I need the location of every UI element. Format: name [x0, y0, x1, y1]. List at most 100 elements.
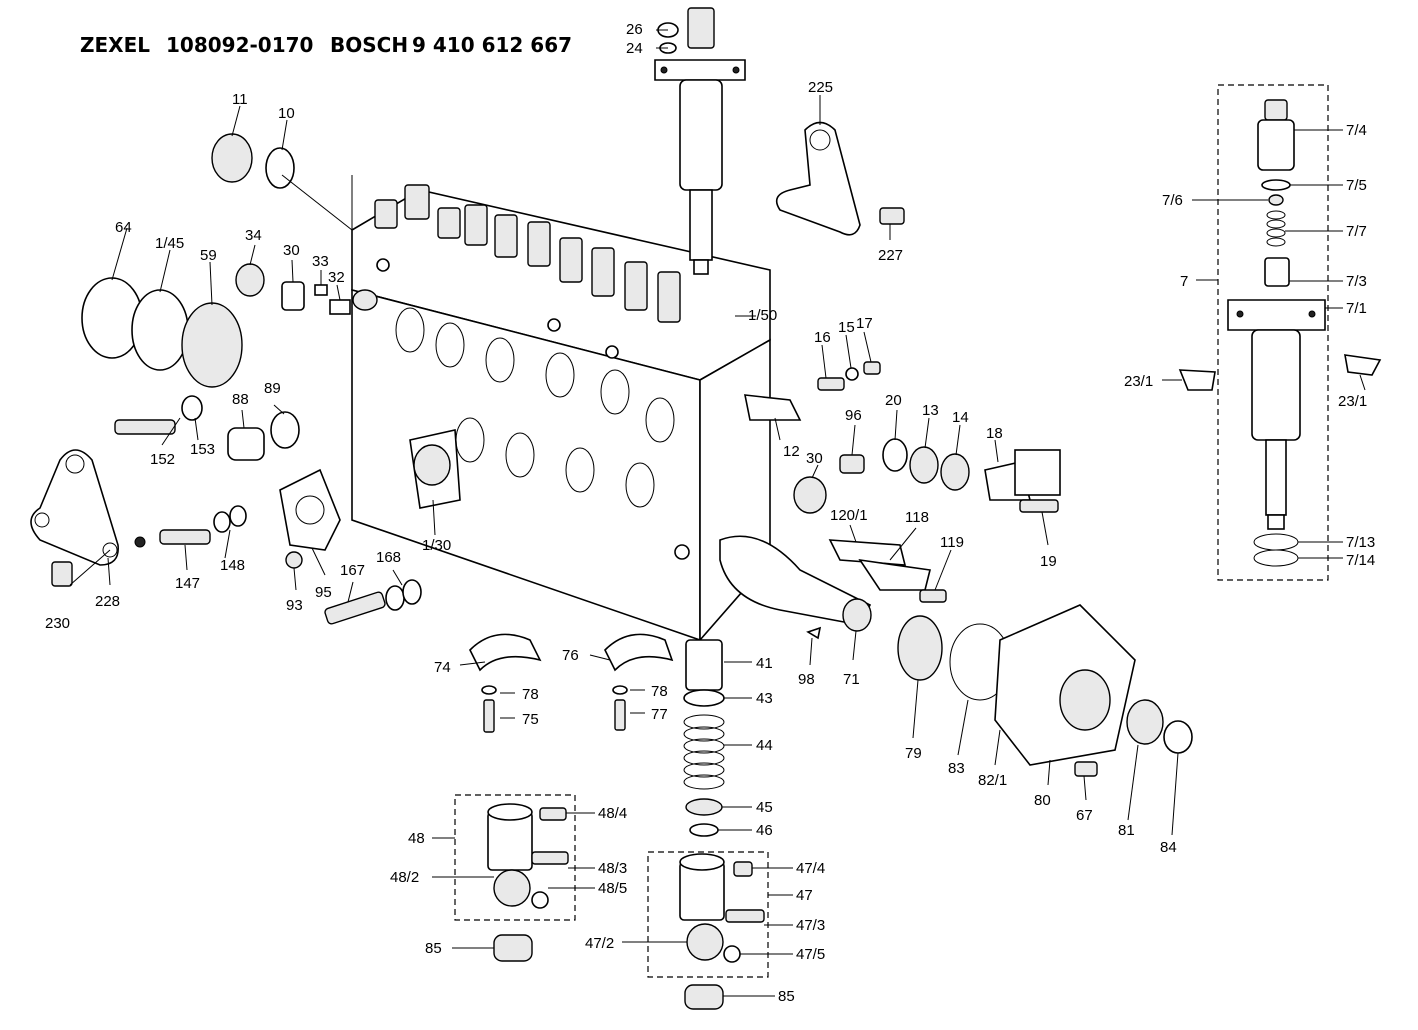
label-228: 228 — [95, 593, 120, 610]
label-153: 153 — [190, 441, 215, 458]
title-zexel-part-number: 108092-0170 — [166, 33, 313, 57]
label-119: 119 — [940, 534, 964, 551]
label-1-30: 1/30 — [422, 537, 451, 554]
label-48: 48 — [408, 830, 425, 847]
leader-lines — [69, 29, 1366, 997]
bracket-225-group — [775, 121, 905, 236]
label-32: 32 — [328, 269, 345, 286]
flange-1-30 — [409, 429, 461, 509]
label-95: 95 — [315, 584, 332, 601]
label-30-right: 30 — [806, 450, 823, 467]
label-225: 225 — [808, 79, 833, 96]
label-77: 77 — [651, 706, 668, 723]
label-14: 14 — [952, 409, 969, 426]
element-group-7 — [1178, 84, 1382, 581]
label-227: 227 — [878, 247, 903, 264]
label-67: 67 — [1076, 807, 1093, 824]
label-7-5: 7/5 — [1346, 177, 1367, 194]
label-79: 79 — [905, 745, 922, 762]
left-lower-fasteners — [159, 468, 422, 625]
label-12: 12 — [783, 443, 800, 460]
label-16: 16 — [814, 329, 831, 346]
label-98: 98 — [798, 671, 815, 688]
label-23-1-left: 23/1 — [1124, 373, 1153, 390]
label-7-6: 7/6 — [1162, 192, 1183, 209]
diagram-title: ZEXEL 108092-0170 BOSCH 9 410 612 667 — [80, 33, 572, 57]
label-230: 230 — [45, 615, 70, 632]
label-13: 13 — [922, 402, 939, 419]
label-80: 80 — [1034, 792, 1051, 809]
label-48-2: 48/2 — [390, 869, 419, 886]
label-148: 148 — [220, 557, 245, 574]
label-93: 93 — [286, 597, 303, 614]
label-76: 76 — [562, 647, 579, 664]
camshaft-front-parts — [719, 535, 1193, 777]
label-47-4: 47/4 — [796, 860, 825, 877]
left-middle-parts — [114, 395, 300, 461]
label-7-7: 7/7 — [1346, 223, 1367, 240]
label-47: 47 — [796, 887, 813, 904]
label-7-14: 7/14 — [1346, 552, 1375, 569]
label-168: 168 — [376, 549, 401, 566]
label-46: 46 — [756, 822, 773, 839]
label-24: 24 — [626, 40, 643, 57]
lower-brackets — [469, 633, 674, 733]
label-167: 167 — [340, 562, 365, 579]
label-41: 41 — [756, 655, 773, 672]
label-44: 44 — [756, 737, 773, 754]
label-48-3: 48/3 — [598, 860, 627, 877]
element-top-assembly — [654, 7, 746, 275]
spring-7-7 — [1266, 210, 1286, 247]
label-64: 64 — [115, 219, 132, 236]
part-labels: 26 24 11 10 64 1/45 59 34 30 33 32 225 2… — [45, 21, 1375, 1005]
label-71: 71 — [843, 671, 860, 688]
label-7-3: 7/3 — [1346, 273, 1367, 290]
label-96: 96 — [845, 407, 862, 424]
label-45: 45 — [756, 799, 773, 816]
label-118: 118 — [905, 509, 929, 526]
label-85-right: 85 — [778, 988, 795, 1005]
tappet-group-47 — [647, 851, 769, 1010]
label-48-4: 48/4 — [598, 805, 627, 822]
label-85-left: 85 — [425, 940, 442, 957]
label-10: 10 — [278, 105, 295, 122]
label-20: 20 — [885, 392, 902, 409]
label-33: 33 — [312, 253, 329, 270]
label-84: 84 — [1160, 839, 1177, 856]
label-30-left: 30 — [283, 242, 300, 259]
label-7-4: 7/4 — [1346, 122, 1367, 139]
label-75: 75 — [522, 711, 539, 728]
label-120-1: 120/1 — [830, 507, 868, 524]
label-7-13: 7/13 — [1346, 534, 1375, 551]
label-17: 17 — [856, 315, 873, 332]
label-11: 11 — [232, 91, 248, 108]
label-23-1-right: 23/1 — [1338, 393, 1367, 410]
label-19: 19 — [1040, 553, 1057, 570]
label-47-3: 47/3 — [796, 917, 825, 934]
label-43: 43 — [756, 690, 773, 707]
label-74: 74 — [434, 659, 451, 676]
title-maker-zexel: ZEXEL — [80, 33, 150, 57]
label-82-1: 82/1 — [978, 772, 1007, 789]
label-47-2: 47/2 — [585, 935, 614, 952]
bracket-228-group — [30, 449, 146, 587]
bracket-120-118 — [828, 539, 947, 603]
label-81: 81 — [1118, 822, 1135, 839]
title-bosch-part-number: 9 410 612 667 — [412, 33, 572, 57]
label-47-5: 47/5 — [796, 946, 825, 963]
roller-tappet-stack — [683, 639, 725, 837]
tappet-group-48 — [454, 794, 576, 962]
label-7-1: 7/1 — [1346, 300, 1367, 317]
label-78-right: 78 — [651, 683, 668, 700]
label-48-5: 48/5 — [598, 880, 627, 897]
label-15: 15 — [838, 319, 855, 336]
label-83: 83 — [948, 760, 965, 777]
label-89: 89 — [264, 380, 281, 397]
timing-device-parts — [744, 361, 1061, 514]
label-18: 18 — [986, 425, 1003, 442]
label-1-45: 1/45 — [155, 235, 184, 252]
label-78-left: 78 — [522, 686, 539, 703]
label-88: 88 — [232, 391, 249, 408]
label-147: 147 — [175, 575, 200, 592]
